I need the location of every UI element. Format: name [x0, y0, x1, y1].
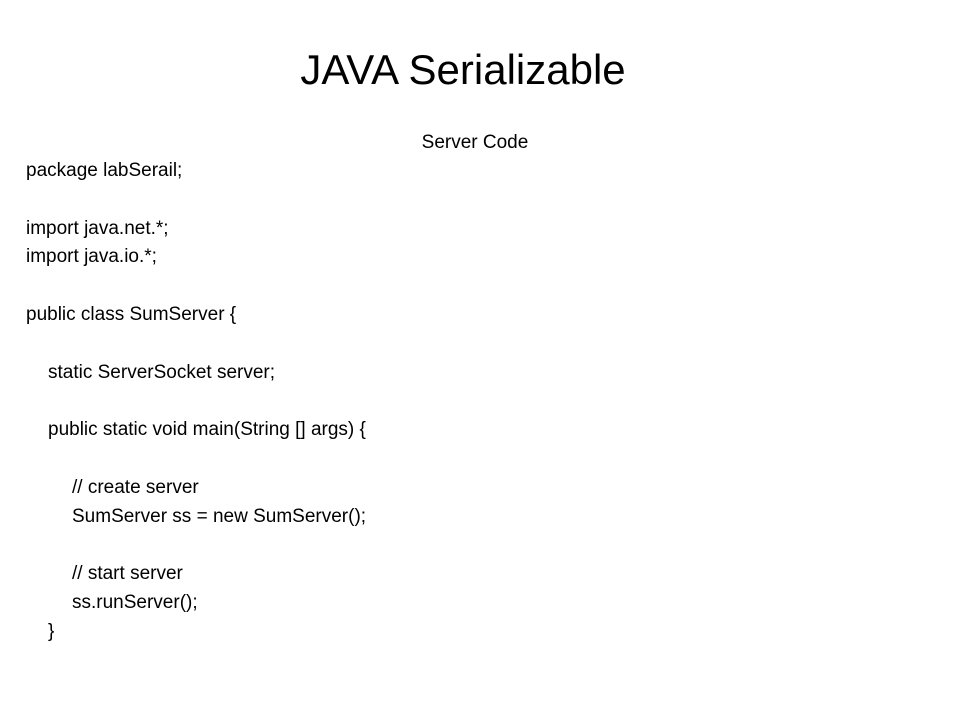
code-line-blank [26, 272, 926, 301]
code-line: public static void main(String [] args) … [48, 419, 366, 441]
code-line: ss.runServer(); [72, 591, 198, 613]
slide-subtitle: Server Code [421, 132, 529, 153]
code-line-blank [26, 387, 926, 416]
code-line: static ServerSocket server; [48, 361, 276, 383]
code-line-blank [26, 445, 926, 474]
code-block: package labSerail; import java.net.*; im… [26, 157, 926, 647]
code-line: // create server [72, 476, 199, 498]
code-line: public class SumServer { [26, 303, 237, 325]
slide-title: JAVA Serializable [300, 46, 626, 93]
code-line: // start server [72, 563, 183, 585]
code-line: package labSerail; [26, 160, 183, 181]
code-line: SumServer ss = new SumServer(); [72, 505, 367, 527]
code-line-blank [26, 531, 926, 560]
code-line: } [48, 620, 55, 642]
code-line: import java.net.*; [26, 217, 169, 239]
code-line: import java.io.*; [26, 246, 157, 268]
code-line-blank [26, 330, 926, 359]
code-line-blank [26, 186, 926, 215]
